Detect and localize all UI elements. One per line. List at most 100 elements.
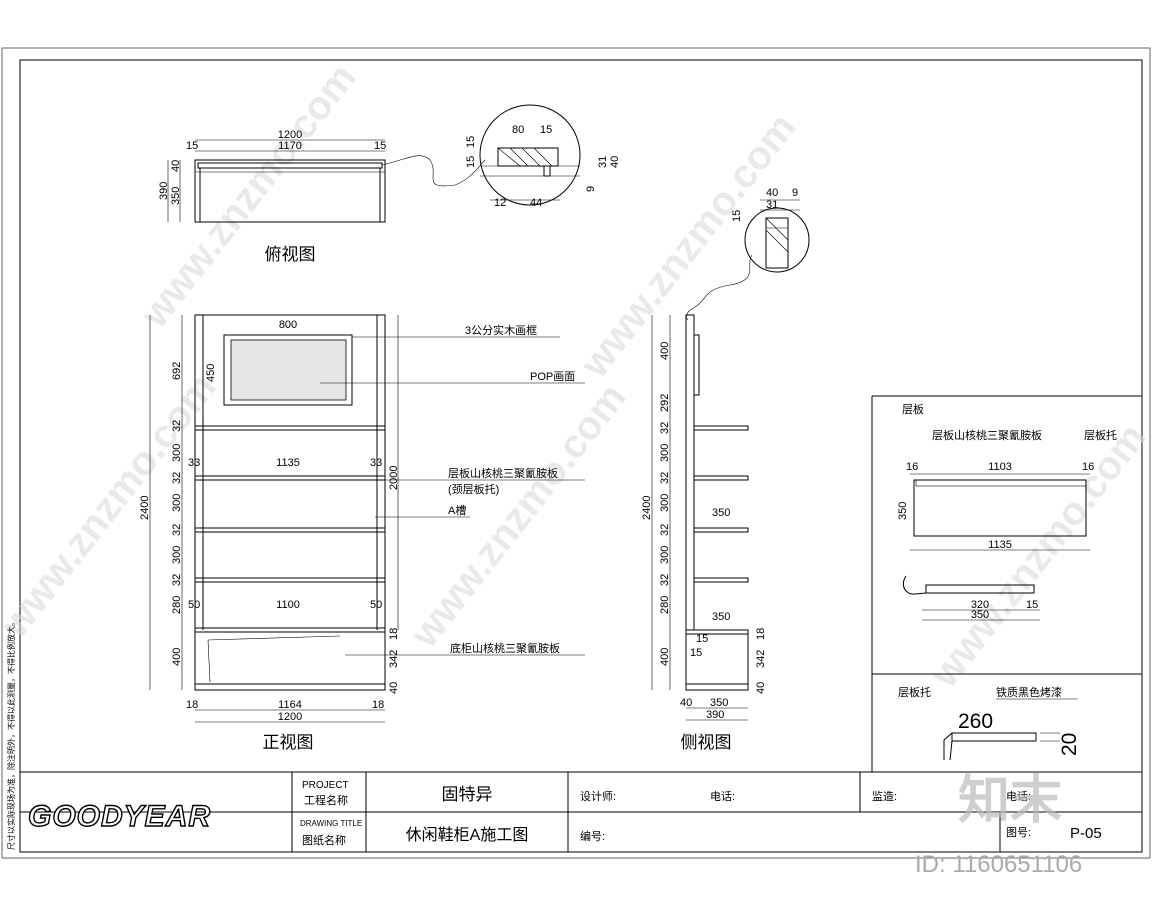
callout-text: 3公分实木画框 xyxy=(465,323,537,337)
dim-text: 32 xyxy=(171,524,183,536)
sheet-number: P-05 xyxy=(1070,825,1102,842)
dim-text: 32 xyxy=(171,472,183,484)
view-title-top: 俯视图 xyxy=(265,245,316,264)
dim-text: 390 xyxy=(158,182,170,200)
dim-text: 50 xyxy=(370,599,382,611)
dim-text: 15 xyxy=(731,210,743,222)
dim-text: 32 xyxy=(171,574,183,586)
dim-text: 16 xyxy=(1082,461,1094,473)
callout-text: 层板山核桃三聚氰胺板 xyxy=(448,466,558,480)
dim-text: 50 xyxy=(188,599,200,611)
panel-note: 铁质黑色烤漆 xyxy=(996,685,1062,699)
watermark-text: www.znzmo.com xyxy=(922,416,1152,697)
dim-text: 260 xyxy=(958,710,993,733)
dim-text: 300 xyxy=(171,444,183,462)
dim-text: 292 xyxy=(659,394,671,412)
dim-text: 40 xyxy=(388,682,400,694)
dim-text: 33 xyxy=(188,457,200,469)
dim-text: 320 xyxy=(971,599,989,611)
dim-text: 44 xyxy=(530,197,542,209)
dim-text: 33 xyxy=(370,457,382,469)
top-view: 1200 1170 15 15 40 350 390 俯视图 xyxy=(158,129,486,264)
title-block: GOODYEAR PROJECT 工程名称 DRAWING TITLE 图纸名称… xyxy=(19,771,1143,853)
dim-text: 350 xyxy=(712,611,730,623)
dim-text: 40 xyxy=(766,187,778,199)
dim-text: 15 xyxy=(465,156,477,168)
dim-text: 80 xyxy=(512,124,524,136)
dim-text: 1135 xyxy=(988,539,1012,551)
outer-frame xyxy=(1,47,1151,859)
dim-text: 300 xyxy=(171,494,183,512)
callout-text: 底柜山核桃三聚氰胺板 xyxy=(450,641,560,655)
watermark-id: ID: 1160651106 xyxy=(915,851,1082,878)
dim-text: 400 xyxy=(659,342,671,360)
shelf-panel: 层板 层板山核桃三聚氰胺板 层板托 16 16 1103 350 1135 15… xyxy=(871,395,1142,772)
side-view: 400 292 32 300 32 300 32 300 32 280 400 … xyxy=(641,314,767,752)
dim-text: 15 xyxy=(374,140,386,152)
dim-text: 400 xyxy=(171,648,183,666)
dim-text: 390 xyxy=(706,709,724,721)
view-title-front: 正视图 xyxy=(263,733,314,752)
dim-text: 9 xyxy=(585,186,597,192)
tb-label: 电话: xyxy=(710,790,735,803)
tb-label: 图号: xyxy=(1006,826,1031,839)
dim-text: 2400 xyxy=(139,496,151,520)
dim-text: 400 xyxy=(659,648,671,666)
callout-text: A槽 xyxy=(448,504,466,517)
dim-text: 692 xyxy=(171,362,183,380)
callout-text: (颈层板托) xyxy=(448,482,499,496)
dim-text: 12 xyxy=(494,197,506,209)
dim-text: 32 xyxy=(171,420,183,432)
dim-text: 300 xyxy=(659,444,671,462)
dim-text: 2400 xyxy=(641,496,653,520)
dim-text: 31 xyxy=(766,199,778,211)
dim-text: 15 xyxy=(696,633,708,645)
dim-text: 18 xyxy=(755,628,767,640)
dim-text: 300 xyxy=(659,494,671,512)
dim-text: 1200 xyxy=(278,129,302,141)
view-title-side: 侧视图 xyxy=(681,733,732,752)
dim-text: 2000 xyxy=(388,466,400,490)
dim-text: 40 xyxy=(755,682,767,694)
dim-text: 40 xyxy=(680,697,692,709)
dim-text: 32 xyxy=(659,472,671,484)
dim-text: 350 xyxy=(971,609,989,621)
dim-text: 32 xyxy=(659,574,671,586)
watermark-text: www.znzmo.com xyxy=(402,376,635,657)
callout-text: POP画面 xyxy=(530,371,575,383)
panel-label: 层板山核桃三聚氰胺板 xyxy=(932,428,1042,442)
dim-text: 16 xyxy=(906,461,918,473)
callouts: 3公分实木画框 POP画面 层板山核桃三聚氰胺板 (颈层板托) A槽 底柜山核桃… xyxy=(320,323,585,656)
dim-text: 342 xyxy=(388,650,400,668)
dim-text: 15 xyxy=(540,124,552,136)
dim-text: 15 xyxy=(690,647,702,659)
front-view: 692 32 300 32 300 32 300 32 280 400 2400… xyxy=(139,314,400,752)
dim-text: 1103 xyxy=(988,461,1012,473)
tb-label: PROJECT xyxy=(302,780,349,791)
brand-logo: GOODYEAR xyxy=(28,800,211,833)
dim-text: 15 xyxy=(186,140,198,152)
dim-text: 350 xyxy=(897,502,909,520)
dim-text: 350 xyxy=(170,187,182,205)
dim-text: 18 xyxy=(186,699,198,711)
dim-text: 20 xyxy=(1058,733,1081,756)
dim-text: 15 xyxy=(1026,599,1038,611)
dim-text: 1164 xyxy=(278,699,302,711)
dim-text: 18 xyxy=(372,699,384,711)
tb-label: 电话: xyxy=(1006,790,1031,803)
tb-label: 设计师: xyxy=(580,790,616,803)
dim-text: 450 xyxy=(205,364,217,382)
watermark-logo: 知末 xyxy=(958,772,1062,830)
dim-text: 350 xyxy=(710,697,728,709)
bracket-panel: 层板托 铁质黑色烤漆 260 20 xyxy=(898,685,1081,761)
dim-text: 350 xyxy=(712,507,730,519)
dim-text: 280 xyxy=(171,596,183,614)
dim-text: 31 xyxy=(597,156,609,168)
dim-text: 32 xyxy=(659,422,671,434)
panel-title: 层板托 xyxy=(898,685,931,699)
tb-label: 编号: xyxy=(580,829,605,843)
dim-text: 1170 xyxy=(278,140,302,152)
panel-title: 层板 xyxy=(902,402,924,416)
panel-label: 层板托 xyxy=(1084,428,1117,442)
dim-text: 40 xyxy=(170,160,182,172)
